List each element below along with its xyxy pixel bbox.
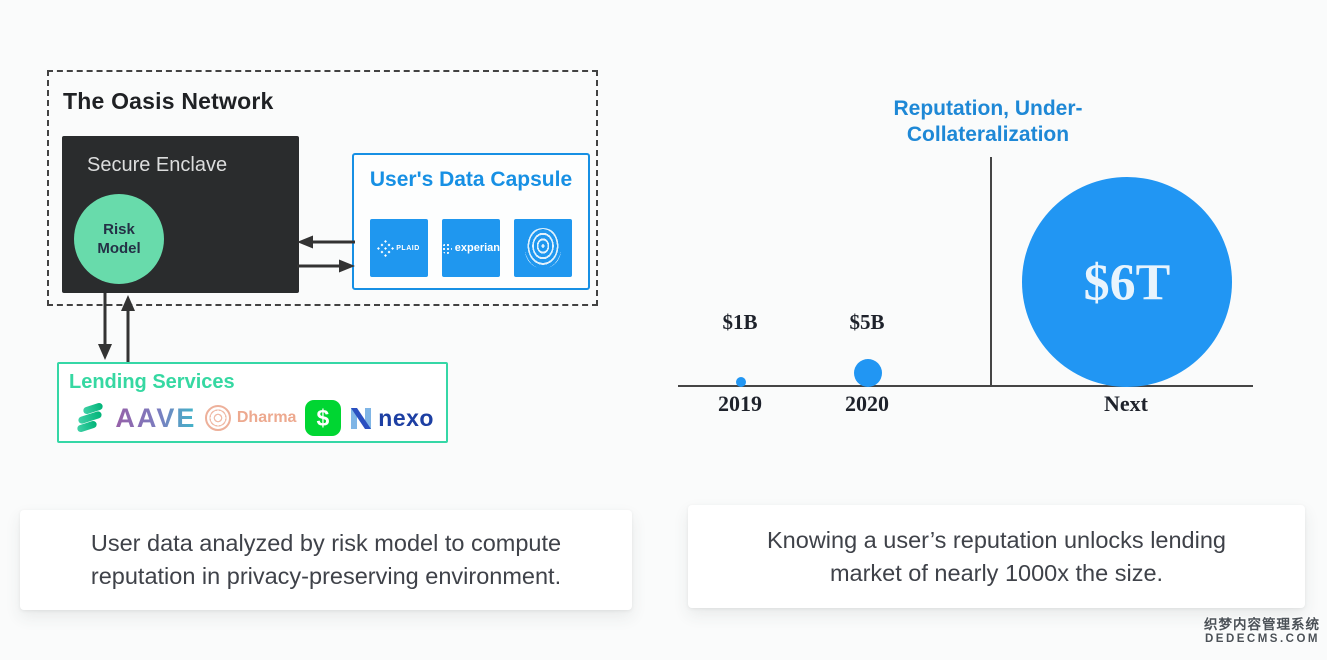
dharma-logo: Dharma xyxy=(204,405,296,431)
risk-model-circle: Risk Model xyxy=(74,194,164,284)
dharma-logo-icon xyxy=(204,405,231,431)
experian-tile: experian xyxy=(442,219,500,277)
enclave-capsule-arrows xyxy=(297,235,355,273)
cashapp-logo-icon: $ xyxy=(304,400,341,436)
watermark: 织梦内容管理系统 DEDECMS.COM xyxy=(1204,617,1320,647)
fingerprint-icon xyxy=(525,228,561,268)
bubble-2020 xyxy=(854,359,882,387)
oasis-network-dashed-box xyxy=(47,70,598,306)
value-label-next: $6T xyxy=(1083,254,1171,312)
left-caption-line1: User data analyzed by risk model to comp… xyxy=(90,530,562,557)
lending-services-title: Lending Services xyxy=(69,371,235,393)
bubble-next xyxy=(1022,177,1232,387)
secure-enclave-label: Secure Enclave xyxy=(87,154,228,176)
x-tick-2020: 2020 xyxy=(845,391,889,416)
arrow-down-icon xyxy=(98,344,112,360)
arrow-left-icon xyxy=(297,235,313,249)
fingerprint-tile xyxy=(514,219,572,277)
watermark-dedecms: DEDECMS.COM xyxy=(1204,633,1320,646)
experian-logo-icon xyxy=(442,242,452,254)
arrow-right-icon xyxy=(339,259,355,273)
plaid-label: PLAID xyxy=(396,244,420,252)
right-caption-line1: Knowing a user’s reputation unlocks lend… xyxy=(767,526,1226,553)
watermark-chinese: 织梦内容管理系统 xyxy=(1204,617,1320,632)
chart-x-axis xyxy=(678,385,1253,387)
chart-title: Reputation, Under- Collateralization xyxy=(893,97,1083,146)
left-caption-card: User data analyzed by risk model to comp… xyxy=(20,510,632,610)
enclave-lending-arrows xyxy=(98,293,135,363)
plaid-logo-icon xyxy=(375,237,397,259)
users-data-capsule-title: User's Data Capsule xyxy=(369,168,573,191)
value-label-2020: $5B xyxy=(849,310,885,334)
x-tick-2019: 2019 xyxy=(718,391,762,416)
secure-enclave-box: Secure Enclave Risk Model xyxy=(62,136,299,293)
arrow-up-icon xyxy=(121,295,135,311)
x-tick-next: Next xyxy=(1104,391,1148,416)
risk-model-label: Risk Model xyxy=(97,220,141,258)
data-source-tiles: PLAID experian xyxy=(354,219,588,277)
left-caption-line2: reputation in privacy-preserving environ… xyxy=(90,563,562,589)
nexo-logo: nexo xyxy=(349,405,434,432)
plaid-tile: PLAID xyxy=(370,219,428,277)
lending-logos-row: AAVE Dharma $ nexo xyxy=(75,398,434,438)
lending-services-box: Lending Services AAVE Dharma $ nexo xyxy=(57,362,448,443)
right-caption-card: Knowing a user’s reputation unlocks lend… xyxy=(688,505,1305,608)
oasis-network-title: The Oasis Network xyxy=(63,88,274,114)
aave-logo: AAVE xyxy=(115,402,197,433)
users-data-capsule-box: User's Data Capsule PLAID experian xyxy=(352,153,590,290)
compound-logo-icon xyxy=(75,402,107,434)
nexo-logo-icon xyxy=(351,407,372,429)
experian-label: experian xyxy=(454,242,500,254)
value-label-2019: $1B xyxy=(722,310,758,334)
right-caption-line2: market of nearly 1000x the size. xyxy=(829,559,1164,586)
bubble-2019 xyxy=(736,377,746,387)
chart-divider-line xyxy=(990,157,992,386)
